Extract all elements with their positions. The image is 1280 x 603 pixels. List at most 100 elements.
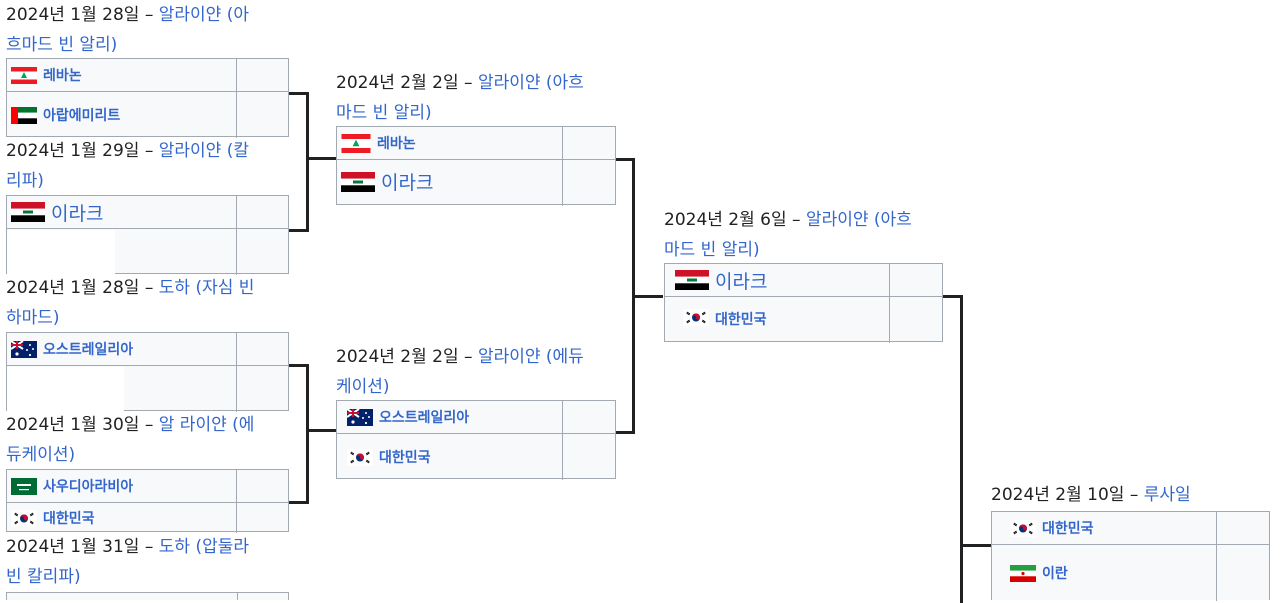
team-name-link[interactable]: 사우디아라비아 (43, 479, 134, 495)
score-cell (236, 366, 288, 412)
venue-link[interactable]: 흐마드 빈 알리) (6, 35, 118, 55)
team-name-link[interactable]: 레바논 (43, 68, 82, 84)
venue-link[interactable]: 하마드) (6, 308, 60, 328)
match-caption: 2024년 2월 10일 – 루사일 (991, 485, 1191, 505)
venue-link[interactable]: 알라이얀 (칼 (158, 141, 250, 161)
lebanon-flag-icon (341, 133, 371, 153)
match-caption: 2024년 2월 2일 – 알라이얀 (에듀 케이션) (336, 347, 584, 397)
team-name-link[interactable]: 이란 (1042, 566, 1068, 582)
bracket-connector (306, 157, 336, 160)
venue-link[interactable]: 알라이얀 (아흐 (477, 73, 584, 93)
team-row (7, 228, 288, 275)
team-row: 대한민국 (992, 512, 1269, 544)
match-box: 오스트레일리아 (6, 332, 289, 412)
uae-flag-icon (11, 106, 37, 124)
match-date: 2024년 1월 30일 (6, 415, 140, 435)
venue-link[interactable]: 알라이얀 (아흐 (805, 210, 912, 230)
score-cell (561, 160, 615, 206)
team-row: 오스트레일리아 (7, 333, 288, 365)
venue-link[interactable]: 마드 빈 알리) (336, 103, 432, 123)
match-box: 오스트레일리아 대한민국 (336, 400, 616, 480)
match-date: 2024년 2월 10일 (991, 485, 1125, 505)
team-name-link[interactable]: 이라크 (381, 172, 434, 194)
match-caption: 2024년 1월 31일 – 도하 (압둘라 빈 칼리파) (6, 537, 250, 587)
team-name-link[interactable]: 이라크 (715, 270, 768, 293)
team-row: 아랍에미리트 (7, 91, 288, 138)
venue-link[interactable]: 빈 칼리파) (6, 567, 81, 587)
score-cell (888, 297, 942, 343)
team-row: 대한민국 (337, 433, 615, 480)
match-date: 2024년 2월 2일 (336, 347, 459, 367)
match-date: 2024년 1월 31일 (6, 537, 140, 557)
bracket-connector (289, 364, 309, 504)
match-date: 2024년 1월 28일 (6, 5, 140, 25)
match-caption: 2024년 1월 28일 – 도하 (자심 빈 하마드) (6, 278, 255, 328)
score-cell (561, 434, 615, 480)
venue-link[interactable]: 루사일 (1143, 485, 1191, 505)
saudi-arabia-flag-icon (11, 477, 37, 495)
venue-link[interactable]: 알라이얀 (에듀 (477, 347, 584, 367)
match-box: 대한민국 이란 (991, 511, 1270, 601)
match-caption: 2024년 1월 29일 – 알라이얀 (칼 리파) (6, 141, 250, 191)
match-box: 이라크 (6, 195, 289, 275)
match-date: 2024년 1월 28일 (6, 278, 140, 298)
match-caption: 2024년 2월 6일 – 알라이얀 (아흐 마드 빈 알리) (664, 210, 912, 260)
team-name-link[interactable]: 대한민국 (1042, 521, 1094, 537)
venue-link[interactable]: 도하 (자심 빈 (158, 278, 255, 298)
score-cell (236, 470, 288, 502)
team-row: 이라크 (337, 159, 615, 206)
venue-link[interactable]: 알 라이얀 (에 (158, 415, 255, 435)
team-name-link[interactable]: 레바논 (377, 136, 416, 152)
venue-link[interactable]: 케이션) (336, 377, 390, 397)
team-name-link[interactable]: 이라크 (51, 202, 104, 225)
bracket-connector (306, 429, 336, 432)
venue-link[interactable]: 알라이얀 (아 (158, 5, 250, 25)
match-caption: 2024년 1월 28일 – 알라이얀 (아 흐마드 빈 알리) (6, 5, 250, 55)
team-name-link[interactable]: 아랍에미리트 (43, 108, 121, 124)
team-name-link[interactable]: 대한민국 (379, 450, 431, 466)
score-cell (888, 264, 942, 296)
score-cell (1215, 545, 1269, 601)
south-korea-flag-icon (1010, 519, 1036, 537)
match-date: 2024년 2월 2일 (336, 73, 459, 93)
venue-link[interactable]: 리파) (6, 171, 44, 191)
team-row: 이라크 (665, 264, 942, 296)
bracket-connector (289, 92, 309, 232)
score-cell (561, 127, 615, 159)
match-box (6, 592, 289, 600)
team-row: 대한민국 (665, 296, 942, 343)
bracket-connector (632, 295, 663, 298)
match-caption: 2024년 1월 30일 – 알 라이얀 (에 듀케이션) (6, 415, 255, 465)
bracket-connector (943, 295, 963, 603)
team-row: 레바논 (337, 127, 615, 159)
match-box: 사우디아라비아 대한민국 (6, 469, 289, 533)
match-date: 2024년 2월 6일 (664, 210, 787, 230)
team-name-link[interactable]: 오스트레일리아 (43, 342, 134, 358)
score-cell (236, 59, 288, 91)
team-row: 오스트레일리아 (337, 401, 615, 433)
venue-link[interactable]: 마드 빈 알리) (664, 240, 760, 260)
team-row: 레바논 (7, 59, 288, 91)
iraq-flag-icon (675, 270, 709, 290)
match-box: 이라크 대한민국 (664, 263, 943, 343)
team-name-link[interactable]: 오스트레일리아 (379, 410, 470, 426)
bracket-connector (963, 544, 991, 547)
australia-flag-icon (346, 407, 373, 426)
score-cell (236, 92, 288, 138)
venue-link[interactable]: 도하 (압둘라 (158, 537, 250, 557)
australia-flag-icon (10, 339, 37, 358)
match-box: 레바논 이라크 (336, 126, 616, 206)
iraq-flag-icon (11, 202, 45, 222)
score-cell (561, 401, 615, 433)
score-cell (236, 333, 288, 365)
iraq-flag-icon (341, 172, 375, 192)
south-korea-flag-icon (683, 309, 709, 326)
score-cell (236, 229, 288, 275)
team-row: 이라크 (7, 196, 288, 228)
lebanon-flag-icon (11, 66, 37, 84)
score-cell (236, 503, 288, 533)
team-name-link[interactable]: 대한민국 (715, 312, 767, 328)
team-row: 사우디아라비아 (7, 470, 288, 502)
venue-link[interactable]: 듀케이션) (6, 445, 76, 465)
team-name-link[interactable]: 대한민국 (43, 511, 95, 527)
